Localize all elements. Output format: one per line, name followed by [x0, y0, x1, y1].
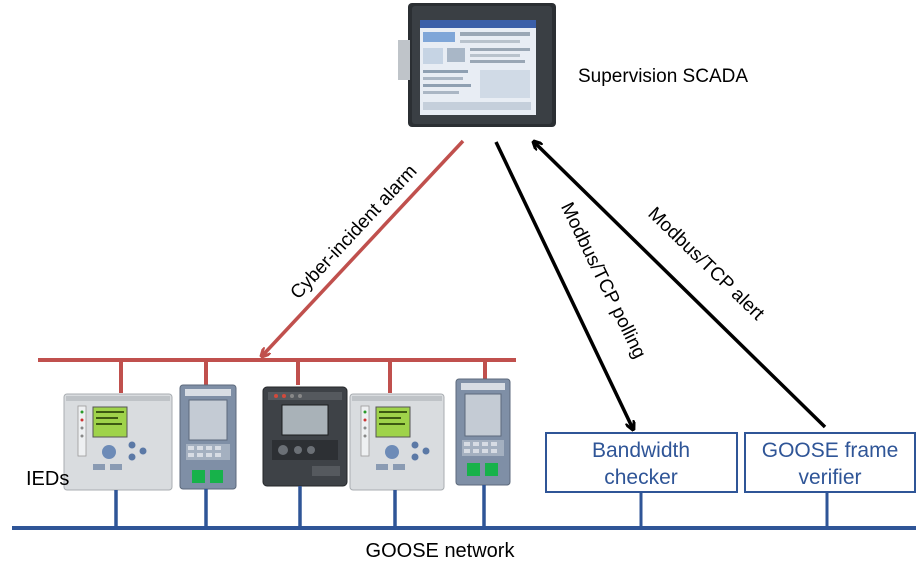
ieds-label: IEDs [26, 468, 69, 490]
modbus-alert-label: Modbus/TCP alert [644, 203, 769, 325]
cyber-alarm-arrow [262, 139, 465, 356]
bandwidth-checker-line1: Bandwidth [592, 439, 690, 462]
goose-verifier-line1: GOOSE frame [762, 439, 899, 462]
goose-network-label: GOOSE network [366, 540, 516, 562]
goose-network-bus [12, 485, 916, 530]
scada-label: Supervision SCADA [578, 66, 748, 87]
bandwidth-checker-box: Bandwidth checker [545, 432, 738, 493]
modbus-polling-arrow [494, 141, 633, 429]
ied-relay-icon [349, 393, 445, 491]
red-bus [38, 358, 516, 393]
bandwidth-checker-line2: checker [604, 466, 678, 489]
goose-frame-verifier-box: GOOSE frame verifier [744, 432, 916, 493]
ied-relay-icon [262, 386, 348, 487]
ied-relay-icon [179, 384, 237, 490]
goose-verifier-line2: verifier [798, 466, 861, 489]
ied-relay-icon [63, 393, 173, 491]
modbus-alert-arrow [534, 142, 827, 429]
ied-relay-icon [455, 378, 511, 486]
cyber-alarm-label: Cyber-incident alarm [287, 161, 422, 304]
modbus-polling-label: Modbus/TCP polling [556, 199, 650, 362]
scada-panel-icon [398, 3, 556, 127]
